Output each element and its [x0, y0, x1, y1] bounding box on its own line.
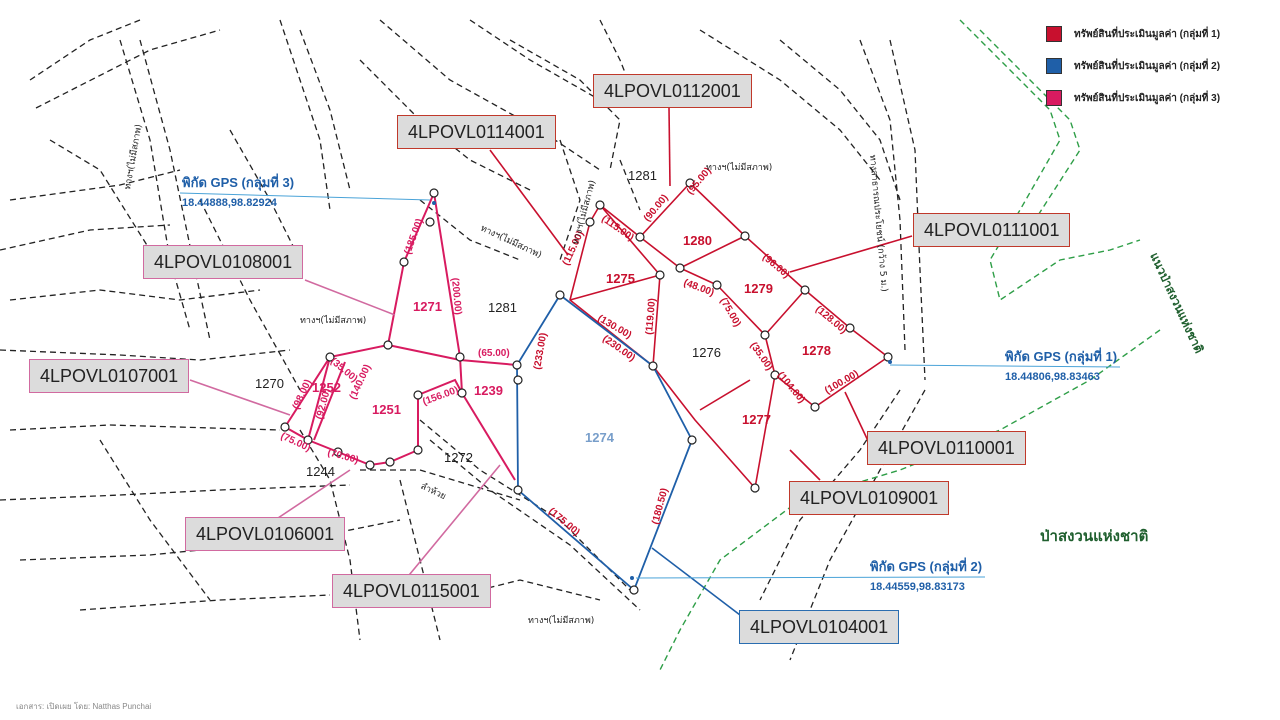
callout-4LPOVL0108001: 4LPOVL0108001: [143, 245, 304, 279]
callout-4LPOVL0107001: 4LPOVL0107001: [29, 359, 190, 393]
dim-label: (200.00): [449, 277, 463, 315]
parcel-1279: 1279: [744, 281, 773, 296]
dim-label: (100.00): [823, 368, 861, 396]
parcel-1239: 1239: [474, 383, 503, 398]
dim-label: (175.00): [546, 506, 582, 538]
callout-4LPOVL0106001: 4LPOVL0106001: [185, 517, 346, 551]
dim-label: (75.00): [279, 431, 312, 454]
callout-4LPOVL0112001: 4LPOVL0112001: [593, 74, 752, 108]
dim-label: (180.50): [650, 487, 670, 526]
gps-title: พิกัด GPS (กลุ่มที่ 1): [1005, 349, 1118, 364]
dim-label: (65.00): [478, 348, 510, 359]
forest-reserve-label: ป่าสงวนแห่งชาติ: [1040, 528, 1149, 545]
parcel-1251: 1251: [372, 402, 401, 417]
gps-value: 18.44806,98.83463: [1005, 371, 1100, 383]
gps-label-group1: พิกัด GPS (กลุ่มที่ 1) 18.44806,98.83463: [1005, 346, 1117, 383]
callout-4LPOVL0115001: 4LPOVL0115001: [332, 574, 491, 608]
parcel-1280: 1280: [683, 233, 712, 248]
legend-row-group1: ทรัพย์สินที่ประเมินมูลค่า (กลุ่มที่ 1): [1046, 24, 1220, 44]
parcel-1275: 1275: [606, 271, 635, 286]
legend-swatch-group3: [1046, 90, 1062, 106]
road-label: ทางฯ(ไม่มีสภาพ): [479, 223, 544, 261]
parcel-1270: 1270: [255, 376, 284, 391]
dim-label: (75.00): [717, 296, 742, 329]
legend-swatch-group1: [1046, 26, 1062, 42]
parcel-1274: 1274: [585, 430, 615, 445]
parcel-1277: 1277: [742, 412, 771, 427]
callout-4LPOVL0109001: 4LPOVL0109001: [789, 481, 950, 515]
gps-label-group2: พิกัด GPS (กลุ่มที่ 2) 18.44559,98.83173: [870, 556, 982, 593]
parcel-1252: 1252: [312, 380, 341, 395]
dim-label: (98.00): [291, 378, 314, 411]
callout-4LPOVL0104001: 4LPOVL0104001: [739, 610, 900, 644]
group1-parcels: [569, 181, 890, 490]
gps-marker-group2: [630, 576, 634, 580]
parcel-1281-west: 1281: [488, 300, 517, 315]
callout-4LPOVL0114001: 4LPOVL0114001: [397, 115, 556, 149]
legend-row-group2: ทรัพย์สินที่ประเมินมูลค่า (กลุ่มที่ 2): [1046, 56, 1220, 76]
map-legend: ทรัพย์สินที่ประเมินมูลค่า (กลุ่มที่ 1) ท…: [1046, 24, 1220, 120]
gps-marker-group3: [432, 201, 436, 205]
dim-label: (48.00): [682, 277, 716, 298]
legend-label: ทรัพย์สินที่ประเมินมูลค่า (กลุ่มที่ 1): [1074, 28, 1221, 40]
vertices: [280, 178, 893, 595]
road-label: ทางฯ(ไม่มีสภาพ): [528, 615, 594, 626]
parcel-1278: 1278: [802, 343, 831, 358]
road-label: ทางสาธารณประโยชน์ (กว้าง 5 ม.): [867, 154, 891, 292]
legend-row-group3: ทรัพย์สินที่ประเมินมูลค่า (กลุ่มที่ 3): [1046, 88, 1220, 108]
legend-label: ทรัพย์สินที่ประเมินมูลค่า (กลุ่มที่ 3): [1074, 92, 1221, 104]
parcel-1272: 1272: [444, 450, 473, 465]
road-label: ลำห้วย: [419, 481, 448, 502]
legend-label: ทรัพย์สินที่ประเมินมูลค่า (กลุ่มที่ 2): [1074, 60, 1221, 72]
road-label: ทางฯ(ไม่มีสภาพ): [122, 123, 144, 190]
callout-leaders: [179, 107, 1121, 616]
forest-line-label: แนวป่าสงวนแห่งชาติ: [1147, 250, 1206, 355]
dim-label: (185.00): [402, 217, 425, 256]
footer-note: เอกสาร: เปิดเผย โดย: Natthas Punchai: [16, 702, 152, 711]
gps-marker-group1: [888, 360, 892, 364]
gps-label-group3: พิกัด GPS (กลุ่มที่ 3) 18.44888,98.82924: [182, 172, 294, 209]
group3-parcels: [283, 189, 518, 481]
gps-value: 18.44559,98.83173: [870, 581, 965, 593]
dim-label: (119.00): [644, 298, 658, 336]
dim-label: (156.00): [421, 385, 460, 408]
road-label: ทางฯ(ไม่มีสภาพ): [706, 162, 772, 173]
forest-boundary: [659, 19, 1161, 671]
parcel-1271: 1271: [413, 299, 442, 314]
road-label: ทางฯ(ไม่มีสภาพ): [300, 315, 366, 326]
dim-label: (96.00): [760, 252, 791, 281]
gps-title: พิกัด GPS (กลุ่มที่ 3): [182, 175, 295, 190]
dim-label: (128.00): [813, 304, 849, 336]
callout-4LPOVL0110001: 4LPOVL0110001: [867, 431, 1026, 465]
dim-label: (104.00): [775, 370, 807, 406]
callout-4LPOVL0111001: 4LPOVL0111001: [913, 213, 1071, 247]
gps-title: พิกัด GPS (กลุ่มที่ 2): [870, 559, 983, 574]
parcel-1276: 1276: [692, 345, 721, 360]
parcel-1281-north: 1281: [628, 168, 657, 183]
parcel-1244: 1244: [306, 464, 335, 479]
legend-swatch-group2: [1046, 58, 1062, 74]
gps-value: 18.44888,98.82924: [182, 197, 277, 209]
